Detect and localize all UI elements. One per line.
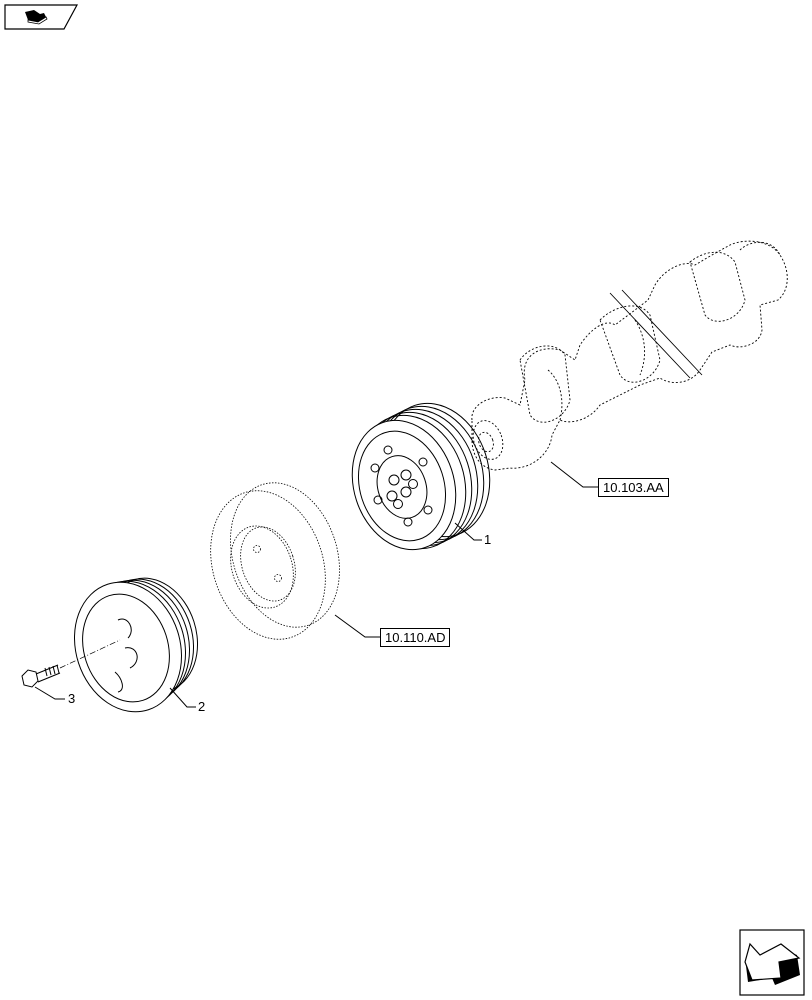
crankshaft-reference-drawing <box>471 240 788 471</box>
bolt-axis-line <box>59 639 121 669</box>
break-lines <box>609 289 703 379</box>
part-number-3[interactable]: 3 <box>68 691 76 706</box>
part-number-2[interactable]: 2 <box>198 699 206 714</box>
part-number-1[interactable]: 1 <box>484 532 492 547</box>
part-2-grooved-pulley[interactable] <box>58 566 212 726</box>
previous-arrow-icon[interactable] <box>739 929 805 996</box>
leader-lines <box>34 461 598 708</box>
damper-reference-drawing <box>210 482 340 640</box>
book-return-icon[interactable] <box>4 4 79 30</box>
reference-callout-damper[interactable]: 10.110.AD <box>380 628 451 647</box>
reference-callout-crankshaft[interactable]: 10.103.AA <box>598 478 669 497</box>
part-3-bolt[interactable] <box>21 664 61 688</box>
part-1-hub-pulley[interactable] <box>336 389 506 563</box>
